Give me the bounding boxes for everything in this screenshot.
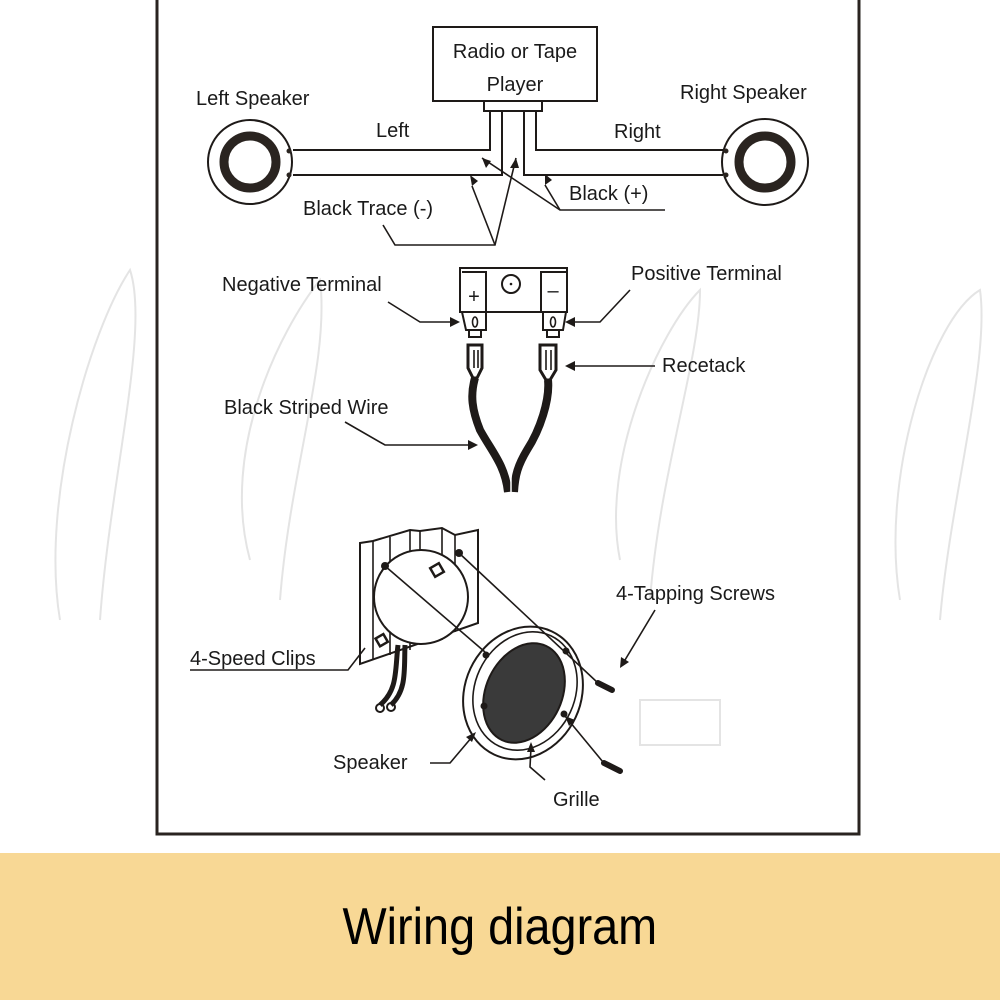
wiring-diagram: Radio or Tape Player Left Speaker Right … (54, 0, 983, 836)
caption-band: Wiring diagram (0, 853, 1000, 1000)
negative-terminal-label: Negative Terminal (222, 274, 382, 296)
screw-icons (595, 680, 623, 774)
speaker-terminal-block: + – (459, 267, 568, 338)
mounting-callouts (190, 609, 656, 781)
right-speaker-label: Right Speaker (680, 82, 807, 104)
black-plus-label: Black (+) (569, 183, 648, 205)
radio-label-line2: Player (487, 74, 544, 96)
radio-label-line1: Radio or Tape (453, 41, 577, 63)
speaker-wires (293, 111, 723, 176)
tapping-screws-label: 4-Tapping Screws (616, 583, 775, 605)
grille-icon (462, 625, 584, 761)
watermark (54, 267, 983, 746)
receptacle-wire-assembly (466, 343, 558, 493)
speaker-mount-icon (373, 549, 469, 713)
frame-border (155, 0, 861, 836)
positive-terminal-label: Positive Terminal (631, 263, 782, 285)
left-channel-label: Left (376, 120, 410, 142)
right-channel-label: Right (614, 121, 661, 143)
mounting-guides (384, 552, 604, 763)
right-speaker-icon (721, 118, 809, 206)
terminal-callouts (344, 289, 655, 450)
speed-clips-label: 4-Speed Clips (190, 648, 316, 670)
grille-label: Grille (553, 789, 600, 811)
polarity-callouts (382, 157, 665, 246)
plus-symbol: + (468, 286, 480, 308)
left-speaker-icon (207, 119, 293, 205)
minus-symbol: – (547, 280, 559, 302)
recetack-label: Recetack (662, 355, 746, 377)
speaker-label: Speaker (333, 752, 408, 774)
black-trace-label: Black Trace (-) (303, 198, 433, 220)
left-speaker-label: Left Speaker (196, 88, 310, 110)
radio-unit: Radio or Tape Player (432, 26, 598, 112)
caption-title: Wiring diagram (342, 897, 658, 956)
black-striped-wire-label: Black Striped Wire (224, 397, 389, 419)
